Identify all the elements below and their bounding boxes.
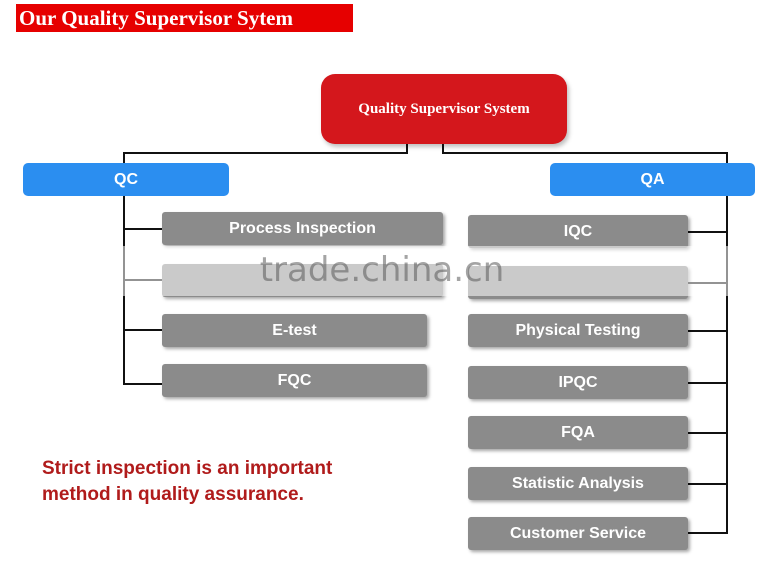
- qa-item-statistic-analysis: Statistic Analysis: [468, 467, 688, 500]
- qc-item-process-inspection: Process Inspection: [162, 212, 443, 245]
- root-to-qa-line: [442, 144, 728, 163]
- page-banner-title: Our Quality Supervisor Sytem: [16, 4, 353, 32]
- root-node: Quality Supervisor System: [321, 74, 567, 144]
- quality-note-line-1: Strict inspection is an important: [42, 458, 333, 479]
- qa-category-node: QA: [550, 163, 755, 196]
- watermark-text: trade.china.cn: [259, 250, 505, 290]
- qc-item-e-test: E-test: [162, 314, 427, 347]
- qa-item-ipqc: IPQC: [468, 366, 688, 399]
- root-to-qc-line: [123, 144, 408, 163]
- quality-note: Strict inspection is an important method…: [42, 456, 402, 508]
- qa-item-fqa: FQA: [468, 416, 688, 449]
- qc-item-fqc: FQC: [162, 364, 427, 397]
- watermark-band: [0, 246, 764, 296]
- qa-item-customer-service: Customer Service: [468, 517, 688, 550]
- quality-note-line-2: method in quality assurance.: [42, 484, 304, 505]
- qa-item-iqc: IQC: [468, 215, 688, 248]
- qc-category-node: QC: [23, 163, 229, 196]
- qa-item-physical-testing: Physical Testing: [468, 314, 688, 347]
